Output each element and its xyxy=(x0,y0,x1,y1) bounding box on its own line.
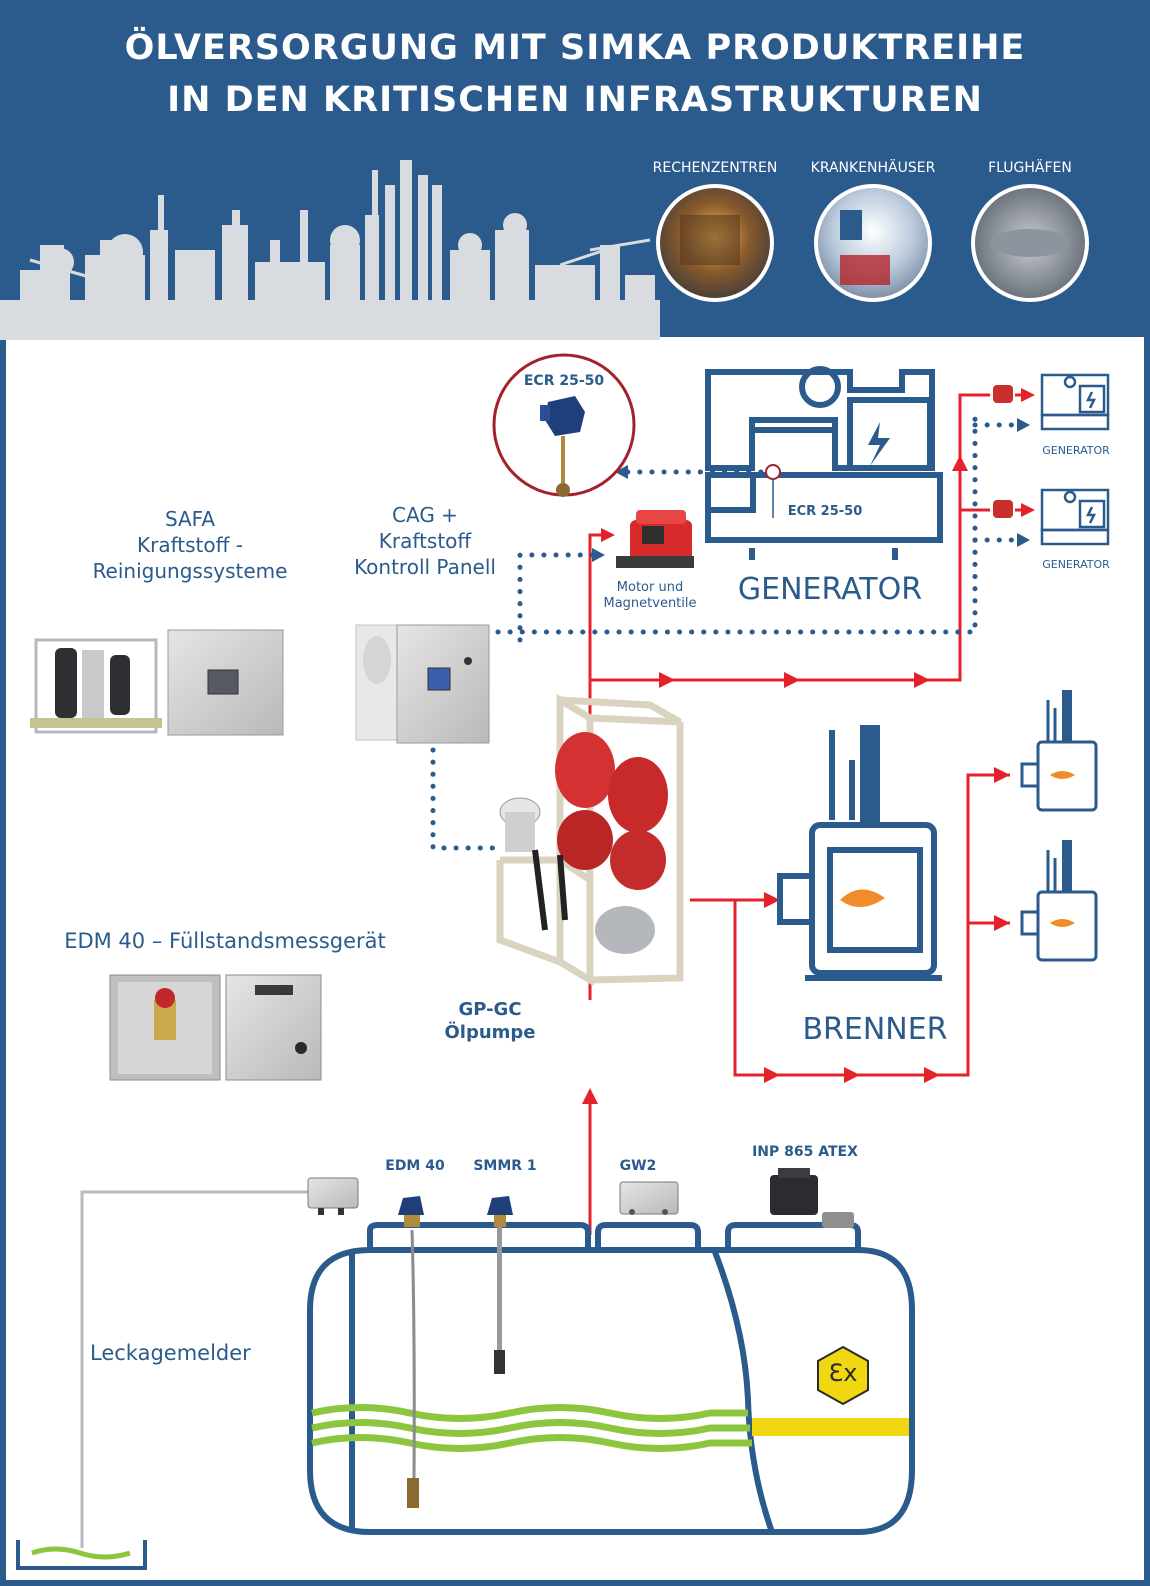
ecr-sensor-image xyxy=(540,396,585,497)
generator-small-2-icon xyxy=(1040,488,1110,546)
leak-detector-device xyxy=(307,1177,359,1215)
generator-small-1-icon xyxy=(1040,373,1110,431)
signal-arrows xyxy=(592,418,1030,562)
pump-label-line-1: GP-GC xyxy=(458,999,522,1020)
generator-small-1-label: GENERATOR xyxy=(1042,444,1110,457)
gw2-device xyxy=(619,1181,679,1215)
ex-symbol-text: Ɛx xyxy=(828,1359,858,1387)
fuel-level-waves xyxy=(311,1404,752,1452)
cag-panel-image xyxy=(355,624,490,744)
industrial-skyline xyxy=(0,160,660,340)
leak-basin xyxy=(16,1540,147,1570)
category-rechenzentren: RECHENZENTREN xyxy=(652,160,778,176)
motor-label-line-2: Magnetventile xyxy=(603,596,697,612)
edm40-probe xyxy=(398,1196,424,1508)
leak-detector-label: Leckagemelder xyxy=(90,1341,251,1365)
airport-terminal-shape xyxy=(990,229,1070,257)
ecr-marker xyxy=(765,464,781,480)
storage-tank xyxy=(307,1222,915,1535)
pump-image xyxy=(496,693,684,987)
generator-icon xyxy=(705,366,943,560)
pump-label-line-2: Ölpumpe xyxy=(444,1022,536,1044)
title-line-1: ÖLVERSORGUNG MIT SIMKA PRODUKTREIHE xyxy=(124,28,1026,68)
edm40-label: EDM 40 xyxy=(385,1158,445,1174)
category-flughaefen: FLUGHÄFEN xyxy=(988,160,1072,176)
generator-small-2-label: GENERATOR xyxy=(1042,558,1110,571)
smmr1-probe xyxy=(487,1196,513,1374)
hospital-signboard xyxy=(840,255,890,285)
burner-small-1-icon xyxy=(1020,690,1098,812)
leak-basin-fluid xyxy=(31,1546,131,1560)
inp865-label: INP 865 ATEX xyxy=(752,1144,858,1160)
burner-small-2-icon xyxy=(1020,840,1098,962)
safa-label-line-3: Reinigungssysteme xyxy=(92,559,288,583)
title-line-2: IN DEN KRITISCHEN INFRASTRUKTUREN xyxy=(167,80,983,120)
photo-building-shape xyxy=(680,215,740,265)
cag-label: CAG + Kraftstoff Kontroll Panell xyxy=(330,502,520,580)
smmr1-label: SMMR 1 xyxy=(473,1158,537,1174)
safa-label-line-1: SAFA xyxy=(164,507,216,531)
motor-label: Motor und Magnetventile xyxy=(590,580,710,613)
cag-label-line-2: Kraftstoff xyxy=(378,529,472,553)
safa-label-line-2: Kraftstoff - xyxy=(137,533,243,557)
skyline-pipes xyxy=(29,238,651,282)
cag-label-line-1: CAG + xyxy=(392,503,458,527)
edm40-panel-label: EDM 40 – Füllstandsmessgerät xyxy=(64,929,386,953)
motor-valve-image xyxy=(616,510,694,568)
flame-icon xyxy=(840,889,885,908)
atex-level-band xyxy=(752,1418,909,1436)
lightning-icon xyxy=(868,422,890,466)
edm40-panel-image xyxy=(109,974,322,1081)
safa-image xyxy=(30,629,284,736)
generator-label: GENERATOR xyxy=(737,572,923,607)
small-valves xyxy=(993,385,1013,518)
category-krankenhaeuser: KRANKENHÄUSER xyxy=(810,160,936,176)
burner-chimney xyxy=(860,725,880,825)
page-title: ÖLVERSORGUNG MIT SIMKA PRODUKTREIHE IN D… xyxy=(0,22,1150,126)
leak-sensor-cable xyxy=(80,1190,310,1548)
ex-hexagon xyxy=(817,1345,869,1406)
brenner-label: BRENNER xyxy=(802,1012,948,1047)
pump-label: GP-GC Ölpumpe xyxy=(430,998,550,1045)
hospital-sign xyxy=(840,210,862,240)
ecr-circle-label: ECR 25-50 xyxy=(523,373,605,389)
ecr-generator-label: ECR 25-50 xyxy=(787,504,863,519)
safa-label: SAFA Kraftstoff - Reinigungssysteme xyxy=(90,506,290,584)
gw2-label: GW2 xyxy=(619,1158,657,1174)
flow-arrows xyxy=(582,388,1035,1104)
inp865-device xyxy=(770,1168,854,1228)
cag-label-line-3: Kontroll Panell xyxy=(354,555,496,579)
motor-label-line-1: Motor und xyxy=(616,580,684,595)
